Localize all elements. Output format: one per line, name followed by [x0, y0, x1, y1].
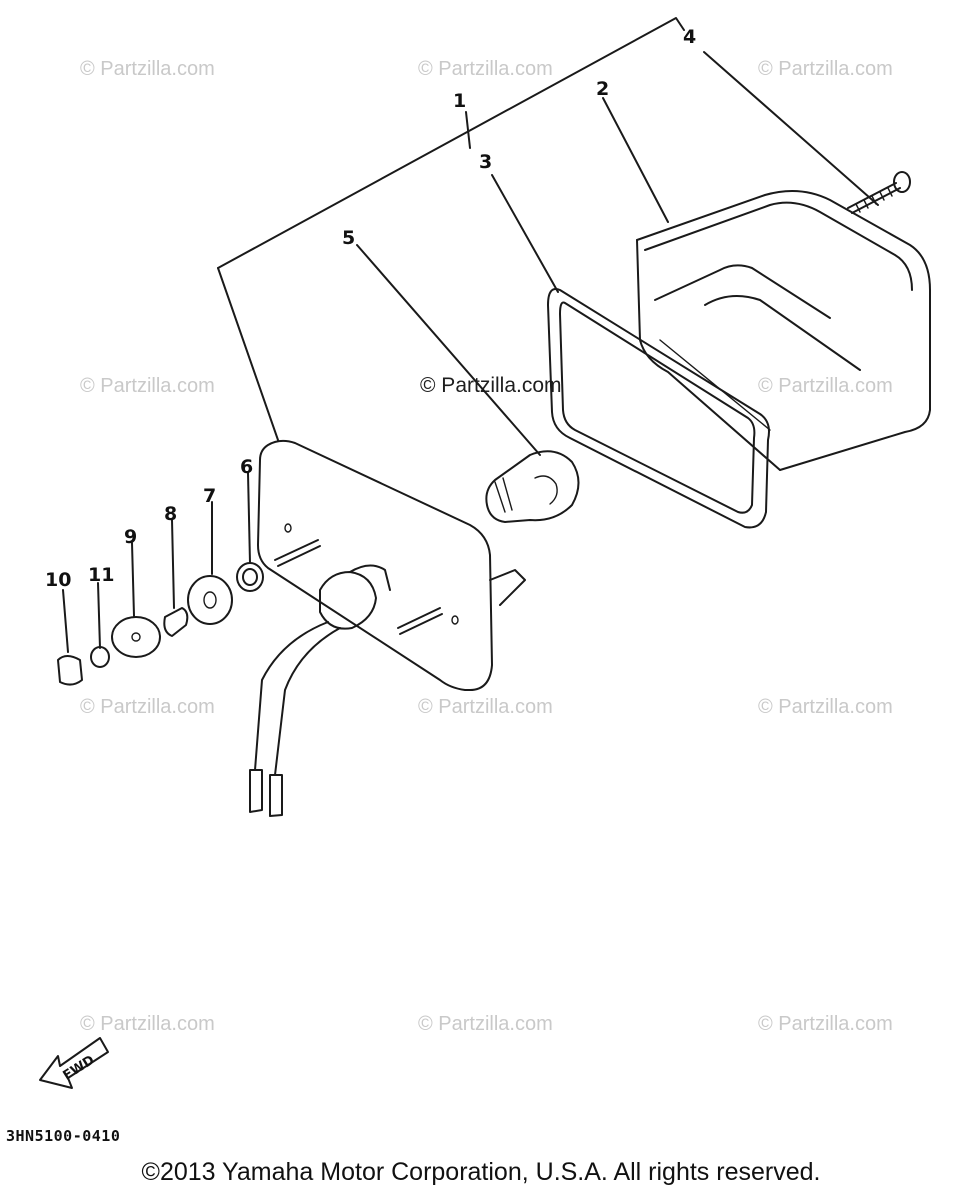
callout-5: 5: [342, 227, 355, 249]
watermark: © Partzilla.com: [758, 696, 893, 718]
watermarks: © Partzilla.com © Partzilla.com © Partzi…: [80, 58, 893, 1035]
base-plate: [257, 439, 526, 691]
watermark: © Partzilla.com: [80, 58, 215, 80]
watermark: © Partzilla.com: [418, 696, 553, 718]
bulb: [485, 450, 580, 523]
gasket: [547, 288, 770, 529]
small-part-leaders: [62, 472, 251, 653]
callout-10: 10: [45, 569, 71, 591]
lens: [636, 190, 931, 471]
leader-lines: [217, 17, 879, 456]
callout-8: 8: [164, 503, 177, 525]
wires: [249, 621, 341, 817]
part-code: 3HN5100-0410: [6, 1127, 121, 1145]
watermark: © Partzilla.com: [418, 58, 553, 80]
watermark: © Partzilla.com: [80, 696, 215, 718]
callout-6: 6: [240, 456, 253, 478]
callout-9: 9: [124, 526, 137, 548]
watermark: © Partzilla.com: [418, 1013, 553, 1035]
fwd-arrow-icon: FWD: [39, 1037, 109, 1089]
callout-11: 11: [88, 564, 114, 586]
copyright: ©2013 Yamaha Motor Corporation, U.S.A. A…: [141, 1158, 821, 1186]
fwd-label: FWD: [61, 1053, 98, 1084]
watermark: © Partzilla.com: [80, 375, 215, 397]
watermark-center: © Partzilla.com: [420, 374, 562, 397]
callout-3: 3: [479, 151, 492, 173]
callout-1: 1: [453, 90, 466, 112]
callouts: 1 2 3 4 5 6 7 8 9 10 11: [45, 26, 696, 591]
callout-4: 4: [683, 26, 696, 48]
small-parts: [57, 562, 264, 686]
callout-7: 7: [203, 485, 216, 507]
watermark: © Partzilla.com: [758, 58, 893, 80]
watermark: © Partzilla.com: [80, 1013, 215, 1035]
callout-2: 2: [596, 78, 609, 100]
watermark: © Partzilla.com: [758, 375, 893, 397]
watermark: © Partzilla.com: [758, 1013, 893, 1035]
bolt: [847, 171, 911, 214]
